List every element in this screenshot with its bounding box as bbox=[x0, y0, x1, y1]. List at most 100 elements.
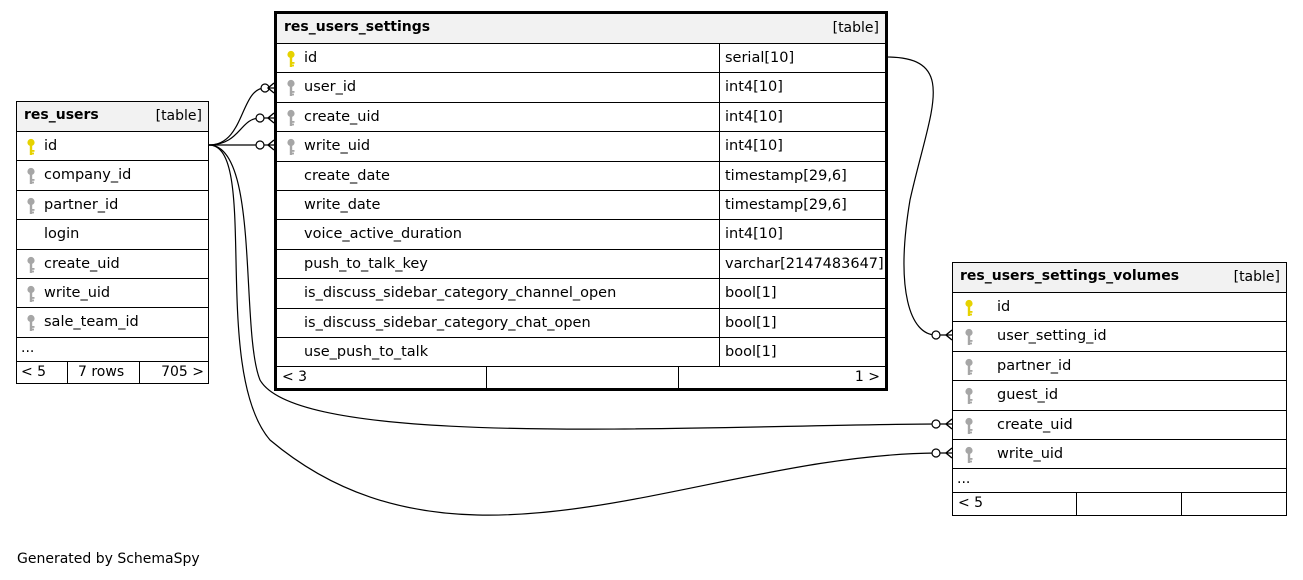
table-footer: < 5 7 rows 705 > bbox=[17, 361, 208, 384]
crows-foot-marker bbox=[266, 112, 275, 124]
column-name: create_uid bbox=[997, 416, 1073, 433]
table-row[interactable]: create_uid bbox=[17, 250, 208, 279]
foreign-key-icon bbox=[285, 138, 297, 156]
column-type: timestamp[29,6] bbox=[719, 161, 847, 190]
primary-key-icon bbox=[963, 299, 975, 317]
column-name: write_date bbox=[304, 196, 381, 213]
table-row[interactable]: company_id bbox=[17, 161, 208, 191]
schemaspy-credit: Generated by SchemaSpy bbox=[17, 551, 200, 567]
footer-right: 1 > bbox=[854, 369, 880, 386]
column-name: user_setting_id bbox=[997, 328, 1107, 345]
column-name: is_discuss_sidebar_category_chat_open bbox=[304, 314, 591, 331]
table-footer: < 3 1 > bbox=[277, 367, 885, 390]
edge-end-optional-marker bbox=[931, 448, 941, 458]
crows-foot-marker bbox=[944, 418, 953, 430]
table-res-users-settings-volumes[interactable]: res_users_settings_volumes [table] id use… bbox=[952, 262, 1287, 516]
edge-end-optional-marker bbox=[931, 419, 941, 429]
footer-left: < 5 bbox=[958, 495, 984, 512]
edge-volumes-write-uid bbox=[208, 144, 952, 516]
table-row[interactable]: push_to_talk_key varchar[2147483647] bbox=[277, 249, 885, 280]
table-header: res_users_settings_volumes [table] bbox=[953, 263, 1286, 293]
column-name: company_id bbox=[44, 167, 132, 184]
crows-foot-marker bbox=[266, 139, 275, 151]
foreign-key-icon bbox=[285, 79, 297, 97]
table-name: res_users_settings bbox=[284, 19, 431, 35]
table-row[interactable]: use_push_to_talk bool[1] bbox=[277, 337, 885, 368]
footer-right: 705 > bbox=[161, 363, 204, 380]
column-name: create_uid bbox=[304, 108, 380, 125]
edge-end-optional-marker bbox=[931, 330, 941, 340]
foreign-key-icon bbox=[25, 197, 37, 215]
edge-user-setting-id bbox=[885, 56, 952, 336]
table-footer: < 5 bbox=[953, 493, 1286, 516]
column-name: partner_id bbox=[997, 357, 1072, 374]
column-type: serial[10] bbox=[719, 44, 794, 73]
column-name: push_to_talk_key bbox=[304, 255, 428, 272]
column-name: use_push_to_talk bbox=[304, 343, 429, 360]
table-row[interactable]: write_uid int4[10] bbox=[277, 132, 885, 162]
foreign-key-icon bbox=[963, 446, 975, 464]
crows-foot-marker bbox=[944, 329, 953, 341]
table-name: res_users bbox=[24, 107, 99, 123]
table-row[interactable]: write_uid bbox=[953, 440, 1286, 470]
table-row[interactable]: id bbox=[953, 293, 1286, 323]
footer-left: < 5 bbox=[21, 363, 47, 380]
column-type: int4[10] bbox=[719, 132, 783, 161]
column-name: write_uid bbox=[997, 445, 1064, 462]
table-row[interactable]: is_discuss_sidebar_category_channel_open… bbox=[277, 279, 885, 309]
column-name: guest_id bbox=[997, 387, 1059, 404]
table-row[interactable]: id bbox=[17, 132, 208, 162]
foreign-key-icon bbox=[25, 167, 37, 185]
column-name: id bbox=[44, 138, 58, 154]
table-row[interactable]: id serial[10] bbox=[277, 44, 885, 74]
table-row[interactable]: create_uid bbox=[953, 411, 1286, 440]
column-name: create_date bbox=[304, 167, 390, 184]
table-kind: [table] bbox=[1233, 269, 1280, 285]
table-kind: [table] bbox=[832, 20, 879, 36]
footer-middle: 7 rows bbox=[78, 363, 125, 380]
edge-settings-create-uid bbox=[208, 117, 274, 146]
table-row[interactable]: is_discuss_sidebar_category_chat_open boo… bbox=[277, 308, 885, 338]
column-type: varchar[2147483647] bbox=[719, 249, 884, 279]
table-row[interactable]: user_setting_id bbox=[953, 322, 1286, 352]
table-row[interactable]: write_uid bbox=[17, 279, 208, 309]
foreign-key-icon bbox=[25, 256, 37, 274]
foreign-key-icon bbox=[963, 328, 975, 346]
column-name: write_uid bbox=[44, 284, 111, 301]
foreign-key-icon bbox=[25, 314, 37, 332]
edge-volumes-create-uid bbox=[208, 144, 952, 430]
table-row[interactable]: write_date timestamp[29,6] bbox=[277, 190, 885, 221]
column-name: create_uid bbox=[44, 255, 120, 272]
primary-key-icon bbox=[25, 138, 37, 156]
table-row[interactable]: guest_id bbox=[953, 381, 1286, 411]
column-name: voice_active_duration bbox=[304, 226, 462, 243]
column-name: is_discuss_sidebar_category_channel_open bbox=[304, 285, 617, 302]
column-name: id bbox=[997, 299, 1011, 315]
table-row[interactable]: login bbox=[17, 220, 208, 250]
table-row[interactable]: partner_id bbox=[17, 191, 208, 221]
foreign-key-icon bbox=[963, 417, 975, 435]
column-type: bool[1] bbox=[719, 279, 777, 308]
foreign-key-icon bbox=[285, 109, 297, 127]
column-name: sale_team_id bbox=[44, 314, 139, 331]
column-name: partner_id bbox=[44, 196, 119, 213]
table-row[interactable]: create_date timestamp[29,6] bbox=[277, 161, 885, 191]
column-name: id bbox=[304, 50, 318, 66]
table-row[interactable]: sale_team_id bbox=[17, 308, 208, 338]
table-row[interactable]: partner_id bbox=[953, 352, 1286, 382]
column-type: timestamp[29,6] bbox=[719, 190, 847, 220]
table-header: res_users_settings [table] bbox=[277, 14, 885, 44]
crows-foot-marker bbox=[944, 447, 953, 459]
column-name: write_uid bbox=[304, 138, 371, 155]
column-type: bool[1] bbox=[719, 337, 777, 367]
foreign-key-icon bbox=[963, 387, 975, 405]
column-type: bool[1] bbox=[719, 308, 777, 337]
edge-end-optional-marker bbox=[255, 140, 265, 150]
crows-foot-marker bbox=[266, 82, 275, 94]
